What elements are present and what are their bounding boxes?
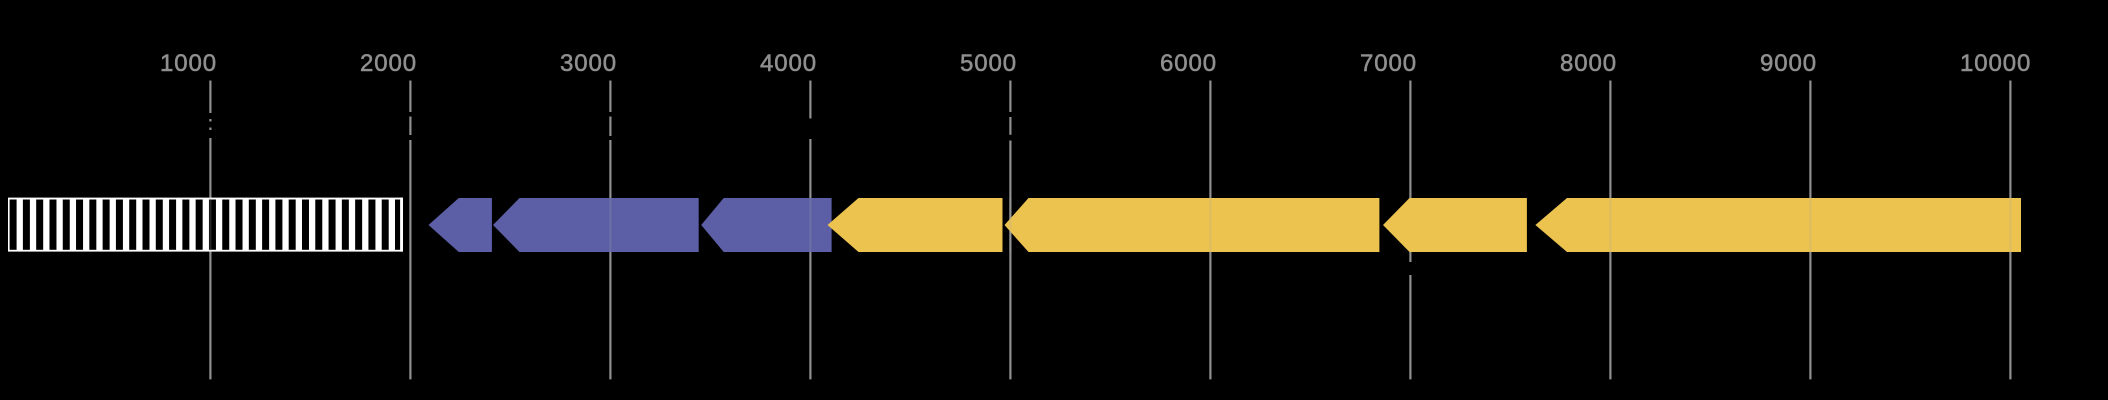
svg-text:4000: 4000	[760, 50, 817, 77]
svg-text:9000: 9000	[1760, 50, 1817, 77]
svg-text:3000: 3000	[560, 50, 617, 77]
svg-text:10000: 10000	[1960, 50, 2031, 77]
svg-text:7000: 7000	[1360, 50, 1417, 77]
svg-text:6000: 6000	[1160, 50, 1217, 77]
svg-text:1000: 1000	[160, 50, 217, 77]
svg-text:2000: 2000	[360, 50, 417, 77]
svg-text:8000: 8000	[1560, 50, 1617, 77]
svg-text:5000: 5000	[960, 50, 1017, 77]
